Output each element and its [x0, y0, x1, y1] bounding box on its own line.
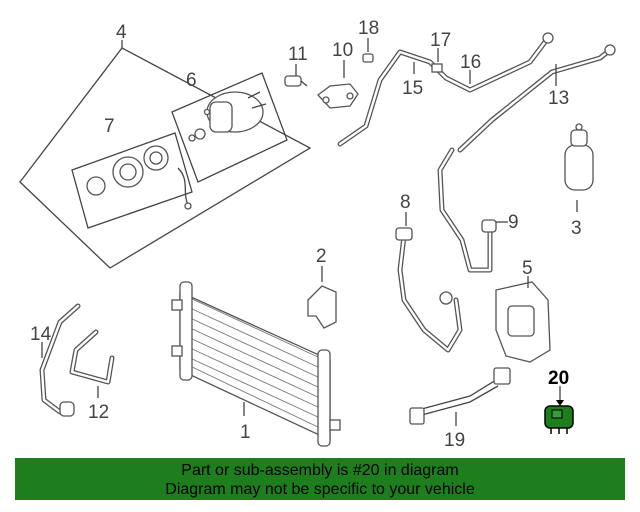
part-11-switch: [284, 64, 308, 87]
callout-17: 17: [430, 30, 451, 51]
part-20-relay[interactable]: [544, 386, 574, 434]
callout-19: 19: [444, 430, 465, 451]
ac-line-pipes: [337, 32, 616, 153]
part-18-cap: [362, 38, 374, 63]
part-8-hose: [395, 212, 463, 353]
banner-line-disclaimer: Diagram may not be specific to your vehi…: [165, 481, 475, 498]
callout-15: 15: [402, 78, 423, 99]
part-info-banner: Part or sub-assembly is #20 in diagram D…: [15, 458, 625, 500]
callout-7: 7: [104, 116, 115, 137]
callout-14: 14: [30, 324, 52, 345]
callout-1: 1: [240, 422, 251, 443]
callout-18: 18: [358, 18, 379, 39]
part-5-evaporator-plate: [495, 276, 551, 363]
callout-5: 5: [522, 258, 533, 279]
callout-16: 16: [460, 52, 481, 73]
part-10-bracket: [317, 60, 359, 109]
part-1-condenser: [171, 281, 341, 447]
callout-8: 8: [400, 192, 411, 213]
banner-line-part-number: Part or sub-assembly is #20 in diagram: [181, 462, 459, 479]
part-9-hose: [437, 147, 508, 273]
callout-3: 3: [571, 218, 582, 239]
callout-10: 10: [332, 40, 353, 61]
part-3-receiver-drier: [564, 123, 594, 212]
callout-4: 4: [116, 22, 127, 43]
callout-13: 13: [548, 88, 569, 109]
callout-11: 11: [288, 44, 308, 65]
callout-labels: 1 2 3 4 5 6 7 8 9 10 11 12 13 14 15 16 1…: [30, 18, 582, 451]
callout-9: 9: [508, 212, 519, 233]
part-14-12-pipes: [39, 303, 115, 417]
callout-20-highlighted: 20: [548, 368, 569, 389]
compressor-assembly-outline: [19, 40, 312, 269]
callout-12: 12: [88, 402, 109, 423]
callout-2: 2: [316, 246, 327, 267]
part-19-wire-harness: [409, 367, 511, 426]
callout-6: 6: [186, 70, 197, 91]
parts-diagram: 1 2 3 4 5 6 7 8 9 10 11 12 13 14 15 16 1…: [19, 18, 616, 451]
part-2-bracket: [307, 266, 337, 329]
